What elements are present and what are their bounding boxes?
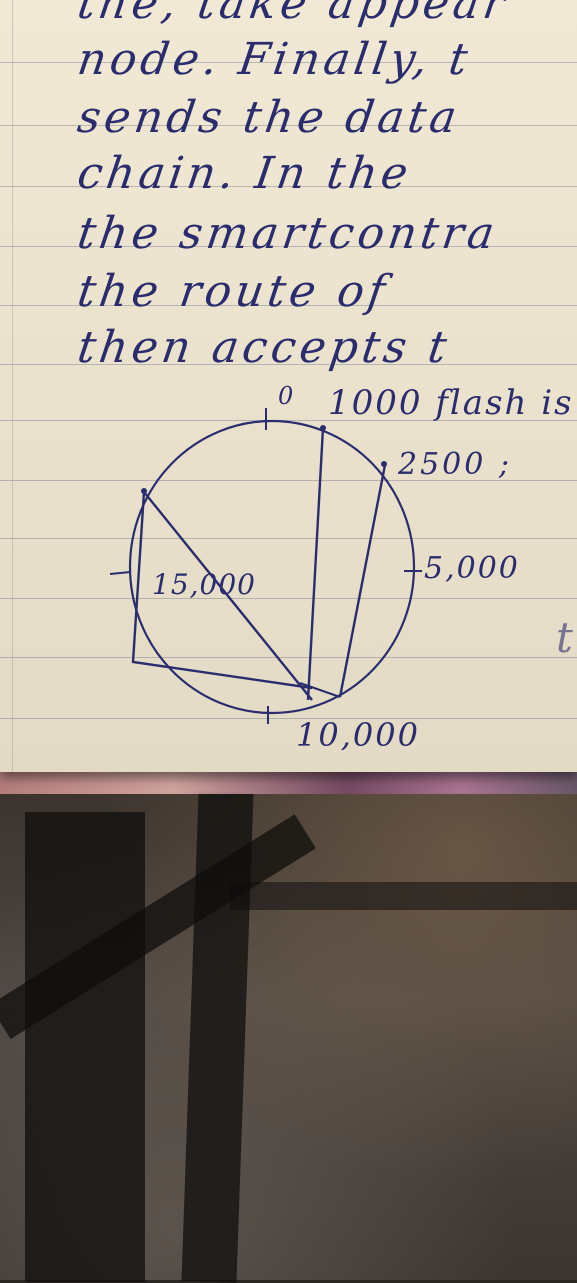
shadow-shape [25, 812, 145, 1282]
label-flash: 1000 flash is [328, 383, 574, 423]
node-dot [381, 461, 387, 467]
label-top: 0 [278, 382, 293, 410]
chord-top [306, 427, 325, 701]
ruled-line [0, 538, 577, 539]
shadow-shape [230, 882, 577, 910]
ruled-line [0, 598, 577, 599]
ruled-line [0, 480, 577, 481]
ring-circle [128, 419, 416, 715]
margin-letter: t [556, 613, 573, 662]
ruled-line [0, 125, 577, 126]
background-photo [0, 772, 577, 1283]
chord-diagonal [143, 491, 313, 701]
node-dot [320, 425, 326, 431]
label-right: 5,000 [424, 551, 520, 586]
tick-mark [109, 571, 131, 575]
ruled-line [0, 420, 577, 421]
ruled-line [0, 62, 577, 63]
chord-right [338, 464, 387, 698]
notebook-page: the, take appear node. Finally, t sends … [0, 0, 577, 772]
ruled-line [0, 718, 577, 719]
ruled-line [0, 246, 577, 247]
ruled-line [0, 186, 577, 187]
chord-base [299, 682, 341, 698]
ruled-line [0, 657, 577, 658]
chord-left [131, 491, 313, 690]
ruled-line [0, 364, 577, 365]
ruled-line [0, 305, 577, 306]
fabric-strip [0, 772, 577, 794]
label-left: 15,000 [152, 568, 256, 601]
node-dot [141, 488, 147, 494]
hash-ring-diagram: 0 1000 flash is 2500 ; 5,000 15,000 10,0… [109, 382, 574, 754]
label-bottom: 10,000 [296, 716, 420, 754]
label-right-upper: 2500 ; [397, 447, 512, 482]
margin-line [12, 0, 13, 772]
